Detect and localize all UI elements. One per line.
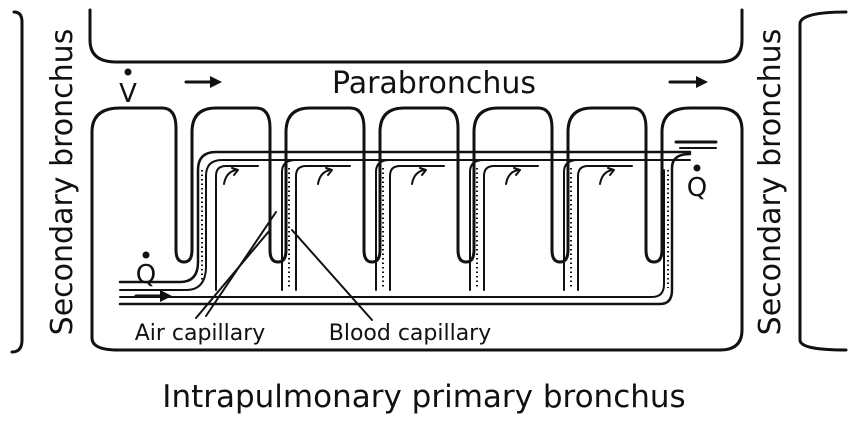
- symbol-v-dot: V: [119, 79, 137, 109]
- label-primary-bronchus: Intrapulmonary primary bronchus: [162, 379, 685, 415]
- arrow-right-icon: [670, 76, 708, 88]
- label-air-capillary: Air capillary: [135, 321, 266, 346]
- symbol-q-dot-right: Q: [687, 173, 707, 203]
- right-secondary-bronchus-wall: [800, 12, 846, 350]
- parabronchus-lower-tissue-outline: [92, 108, 742, 350]
- arrow-right-icon: [136, 290, 172, 302]
- blood-capillary-pointer: [292, 230, 372, 320]
- label-blood-capillary: Blood capillary: [329, 321, 492, 346]
- capillary-dotted-walls: [202, 168, 668, 288]
- dot-symbol: [694, 165, 701, 172]
- arrow-right-icon: [186, 76, 222, 88]
- label-secondary-bronchus-right: Secondary bronchus: [753, 29, 788, 336]
- dot-symbol: [125, 69, 132, 76]
- parabronchus-upper-wall: [90, 10, 742, 62]
- dot-symbol: [143, 252, 150, 259]
- label-parabronchus: Parabronchus: [332, 66, 536, 101]
- label-secondary-bronchus-left: Secondary bronchus: [45, 29, 80, 336]
- blood-capillary-network: [120, 142, 716, 304]
- left-secondary-bronchus-wall: [12, 12, 22, 352]
- symbol-q-dot-left: Q: [136, 260, 156, 290]
